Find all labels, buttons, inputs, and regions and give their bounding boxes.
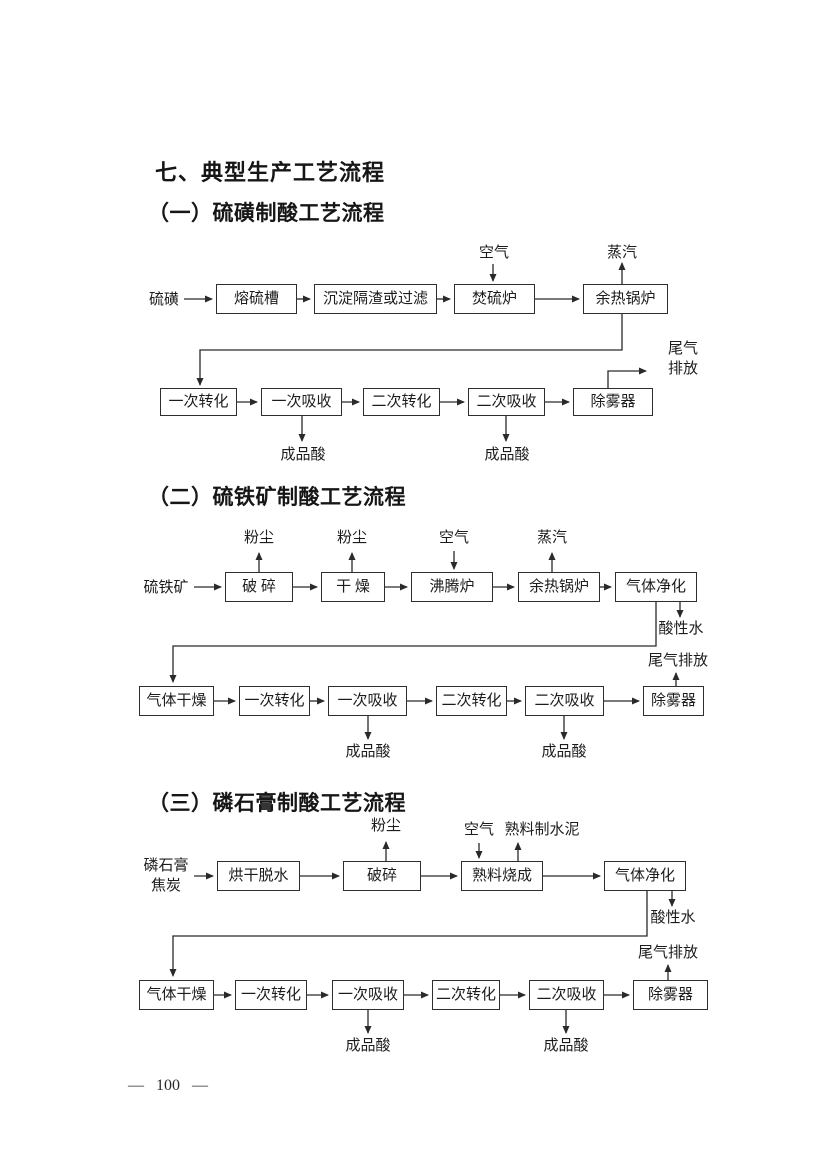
section-3-heading: （三）磷石膏制酸工艺流程 xyxy=(148,791,406,815)
node-fluidized-bed-furnace: 沸腾炉 xyxy=(411,572,493,602)
label-pyrite-input: 硫铁矿 xyxy=(143,580,189,596)
label-air: 空气 xyxy=(463,822,494,838)
label-steam: 蒸汽 xyxy=(606,245,637,261)
page-title: 七、典型生产工艺流程 xyxy=(155,160,386,185)
node-demister: 除雾器 xyxy=(643,686,704,716)
label-dust: 粉尘 xyxy=(370,818,401,834)
label-sulfur-input: 硫磺 xyxy=(148,292,179,308)
section-1-heading: （一）硫磺制酸工艺流程 xyxy=(148,201,385,225)
node-waste-heat-boiler: 余热锅炉 xyxy=(583,284,668,314)
label-air: 空气 xyxy=(438,530,469,546)
label-air: 空气 xyxy=(478,245,509,261)
label-acid-water: 酸性水 xyxy=(650,910,696,926)
node-sedimentation-filtration: 沉淀隔渣或过滤 xyxy=(314,284,437,314)
node-clinker-sintering: 熟料烧成 xyxy=(461,861,543,891)
label-product-acid-1: 成品酸 xyxy=(345,1038,391,1054)
label-acid-water: 酸性水 xyxy=(658,621,704,637)
node-sulfur-burning-furnace: 焚硫炉 xyxy=(454,284,535,314)
node-demister: 除雾器 xyxy=(633,980,708,1010)
label-steam: 蒸汽 xyxy=(536,530,567,546)
label-tail-gas-discharge: 尾气排放 xyxy=(647,653,708,669)
node-secondary-absorption: 二次吸收 xyxy=(529,980,604,1010)
label-product-acid-1: 成品酸 xyxy=(345,744,391,760)
node-crushing: 破碎 xyxy=(343,861,421,891)
label-tail-gas-discharge: 尾气排放 xyxy=(637,945,698,961)
label-product-acid-1: 成品酸 xyxy=(280,447,326,463)
page-number: — 100 — xyxy=(128,1077,208,1094)
node-primary-conversion: 一次转化 xyxy=(160,388,237,416)
node-gas-drying: 气体干燥 xyxy=(139,686,214,716)
node-gas-purification: 气体净化 xyxy=(615,572,697,602)
node-secondary-conversion: 二次转化 xyxy=(432,980,500,1010)
node-sulfur-melting-tank: 熔硫槽 xyxy=(216,284,297,314)
node-gas-purification: 气体净化 xyxy=(604,861,686,891)
label-dust-2: 粉尘 xyxy=(336,530,367,546)
node-primary-absorption: 一次吸收 xyxy=(328,686,407,716)
label-product-acid-2: 成品酸 xyxy=(543,1038,589,1054)
node-drying-dehydration: 烘干脱水 xyxy=(217,861,300,891)
label-product-acid-2: 成品酸 xyxy=(484,447,530,463)
node-primary-conversion: 一次转化 xyxy=(235,980,307,1010)
label-tail-gas-discharge: 尾气 排放 xyxy=(667,341,698,377)
node-primary-conversion: 一次转化 xyxy=(239,686,310,716)
section-2-heading: （二）硫铁矿制酸工艺流程 xyxy=(148,485,406,509)
node-secondary-conversion: 二次转化 xyxy=(363,388,440,416)
node-secondary-conversion: 二次转化 xyxy=(436,686,507,716)
node-waste-heat-boiler: 余热锅炉 xyxy=(518,572,600,602)
node-crushing: 破 碎 xyxy=(225,572,293,602)
node-demister: 除雾器 xyxy=(573,388,653,416)
node-drying: 干 燥 xyxy=(321,572,385,602)
label-clinker-to-cement: 熟料制水泥 xyxy=(504,822,580,838)
node-secondary-absorption: 二次吸收 xyxy=(525,686,604,716)
node-gas-drying: 气体干燥 xyxy=(139,980,214,1010)
node-primary-absorption: 一次吸收 xyxy=(332,980,404,1010)
node-primary-absorption: 一次吸收 xyxy=(261,388,342,416)
label-product-acid-2: 成品酸 xyxy=(541,744,587,760)
label-phosphogypsum-coke-input: 磷石膏 焦炭 xyxy=(143,858,189,894)
node-secondary-absorption: 二次吸收 xyxy=(468,388,545,416)
label-dust-1: 粉尘 xyxy=(243,530,274,546)
